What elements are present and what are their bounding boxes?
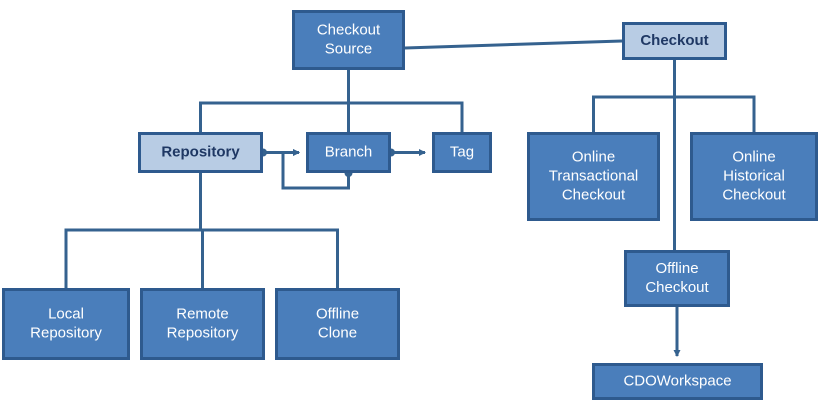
node-cdo-workspace[interactable]: CDOWorkspace xyxy=(592,363,763,400)
node-label-cdo-workspace: CDOWorkspace xyxy=(623,372,731,389)
connector-checkout-to-online-historical xyxy=(674,95,756,132)
node-box-cdo-workspace xyxy=(592,363,763,400)
node-label-remote-repository: Remote xyxy=(176,305,229,322)
node-tag[interactable]: Tag xyxy=(432,132,492,173)
node-box-offline-clone xyxy=(275,288,400,360)
node-box-tag xyxy=(432,132,492,173)
node-box-repository xyxy=(138,132,263,173)
node-box-online-historical xyxy=(690,132,818,221)
node-label-local-repository: Repository xyxy=(30,324,102,341)
node-box-checkout xyxy=(622,22,727,60)
node-box-online-transactional xyxy=(527,132,660,221)
node-label-local-repository: Local xyxy=(48,305,84,322)
node-label-checkout: Checkout xyxy=(640,32,708,49)
node-label-online-historical: Historical xyxy=(723,167,785,184)
connector-branch-self-loop xyxy=(281,149,350,190)
node-label-online-transactional: Online xyxy=(572,148,615,165)
node-label-repository: Repository xyxy=(161,143,240,160)
node-label-offline-clone: Clone xyxy=(318,324,357,341)
connector-checkout-source-to-checkout xyxy=(404,39,623,50)
connector-repository-to-offline-clone xyxy=(200,228,339,288)
node-label-offline-clone: Offline xyxy=(316,305,359,322)
node-branch[interactable]: Branch xyxy=(306,132,391,173)
connector-checkout-source-to-tag xyxy=(348,101,464,132)
node-box-local-repository xyxy=(2,288,130,360)
node-box-offline-checkout xyxy=(624,250,730,307)
node-box-remote-repository xyxy=(140,288,265,360)
node-label-checkout-source: Checkout xyxy=(317,21,381,38)
node-label-online-transactional: Checkout xyxy=(562,186,626,203)
node-label-offline-checkout: Checkout xyxy=(645,279,709,296)
node-repository[interactable]: Repository xyxy=(138,132,263,173)
connector-repository-to-local-repository xyxy=(64,173,202,288)
node-label-online-historical: Checkout xyxy=(722,186,786,203)
node-box-checkout-source xyxy=(292,10,405,70)
connector-checkout-to-online-transactional xyxy=(592,60,676,132)
node-checkout[interactable]: Checkout xyxy=(622,22,727,60)
node-label-tag: Tag xyxy=(450,143,474,160)
node-label-offline-checkout: Offline xyxy=(655,260,698,277)
node-label-checkout-source: Source xyxy=(325,40,373,57)
connector-checkout-source-to-repository xyxy=(199,70,350,132)
node-label-online-historical: Online xyxy=(732,148,775,165)
node-label-online-transactional: Transactional xyxy=(549,167,639,184)
connector-layer xyxy=(64,39,756,357)
node-label-remote-repository: Repository xyxy=(167,324,239,341)
node-box-branch xyxy=(306,132,391,173)
node-label-branch: Branch xyxy=(325,143,373,160)
